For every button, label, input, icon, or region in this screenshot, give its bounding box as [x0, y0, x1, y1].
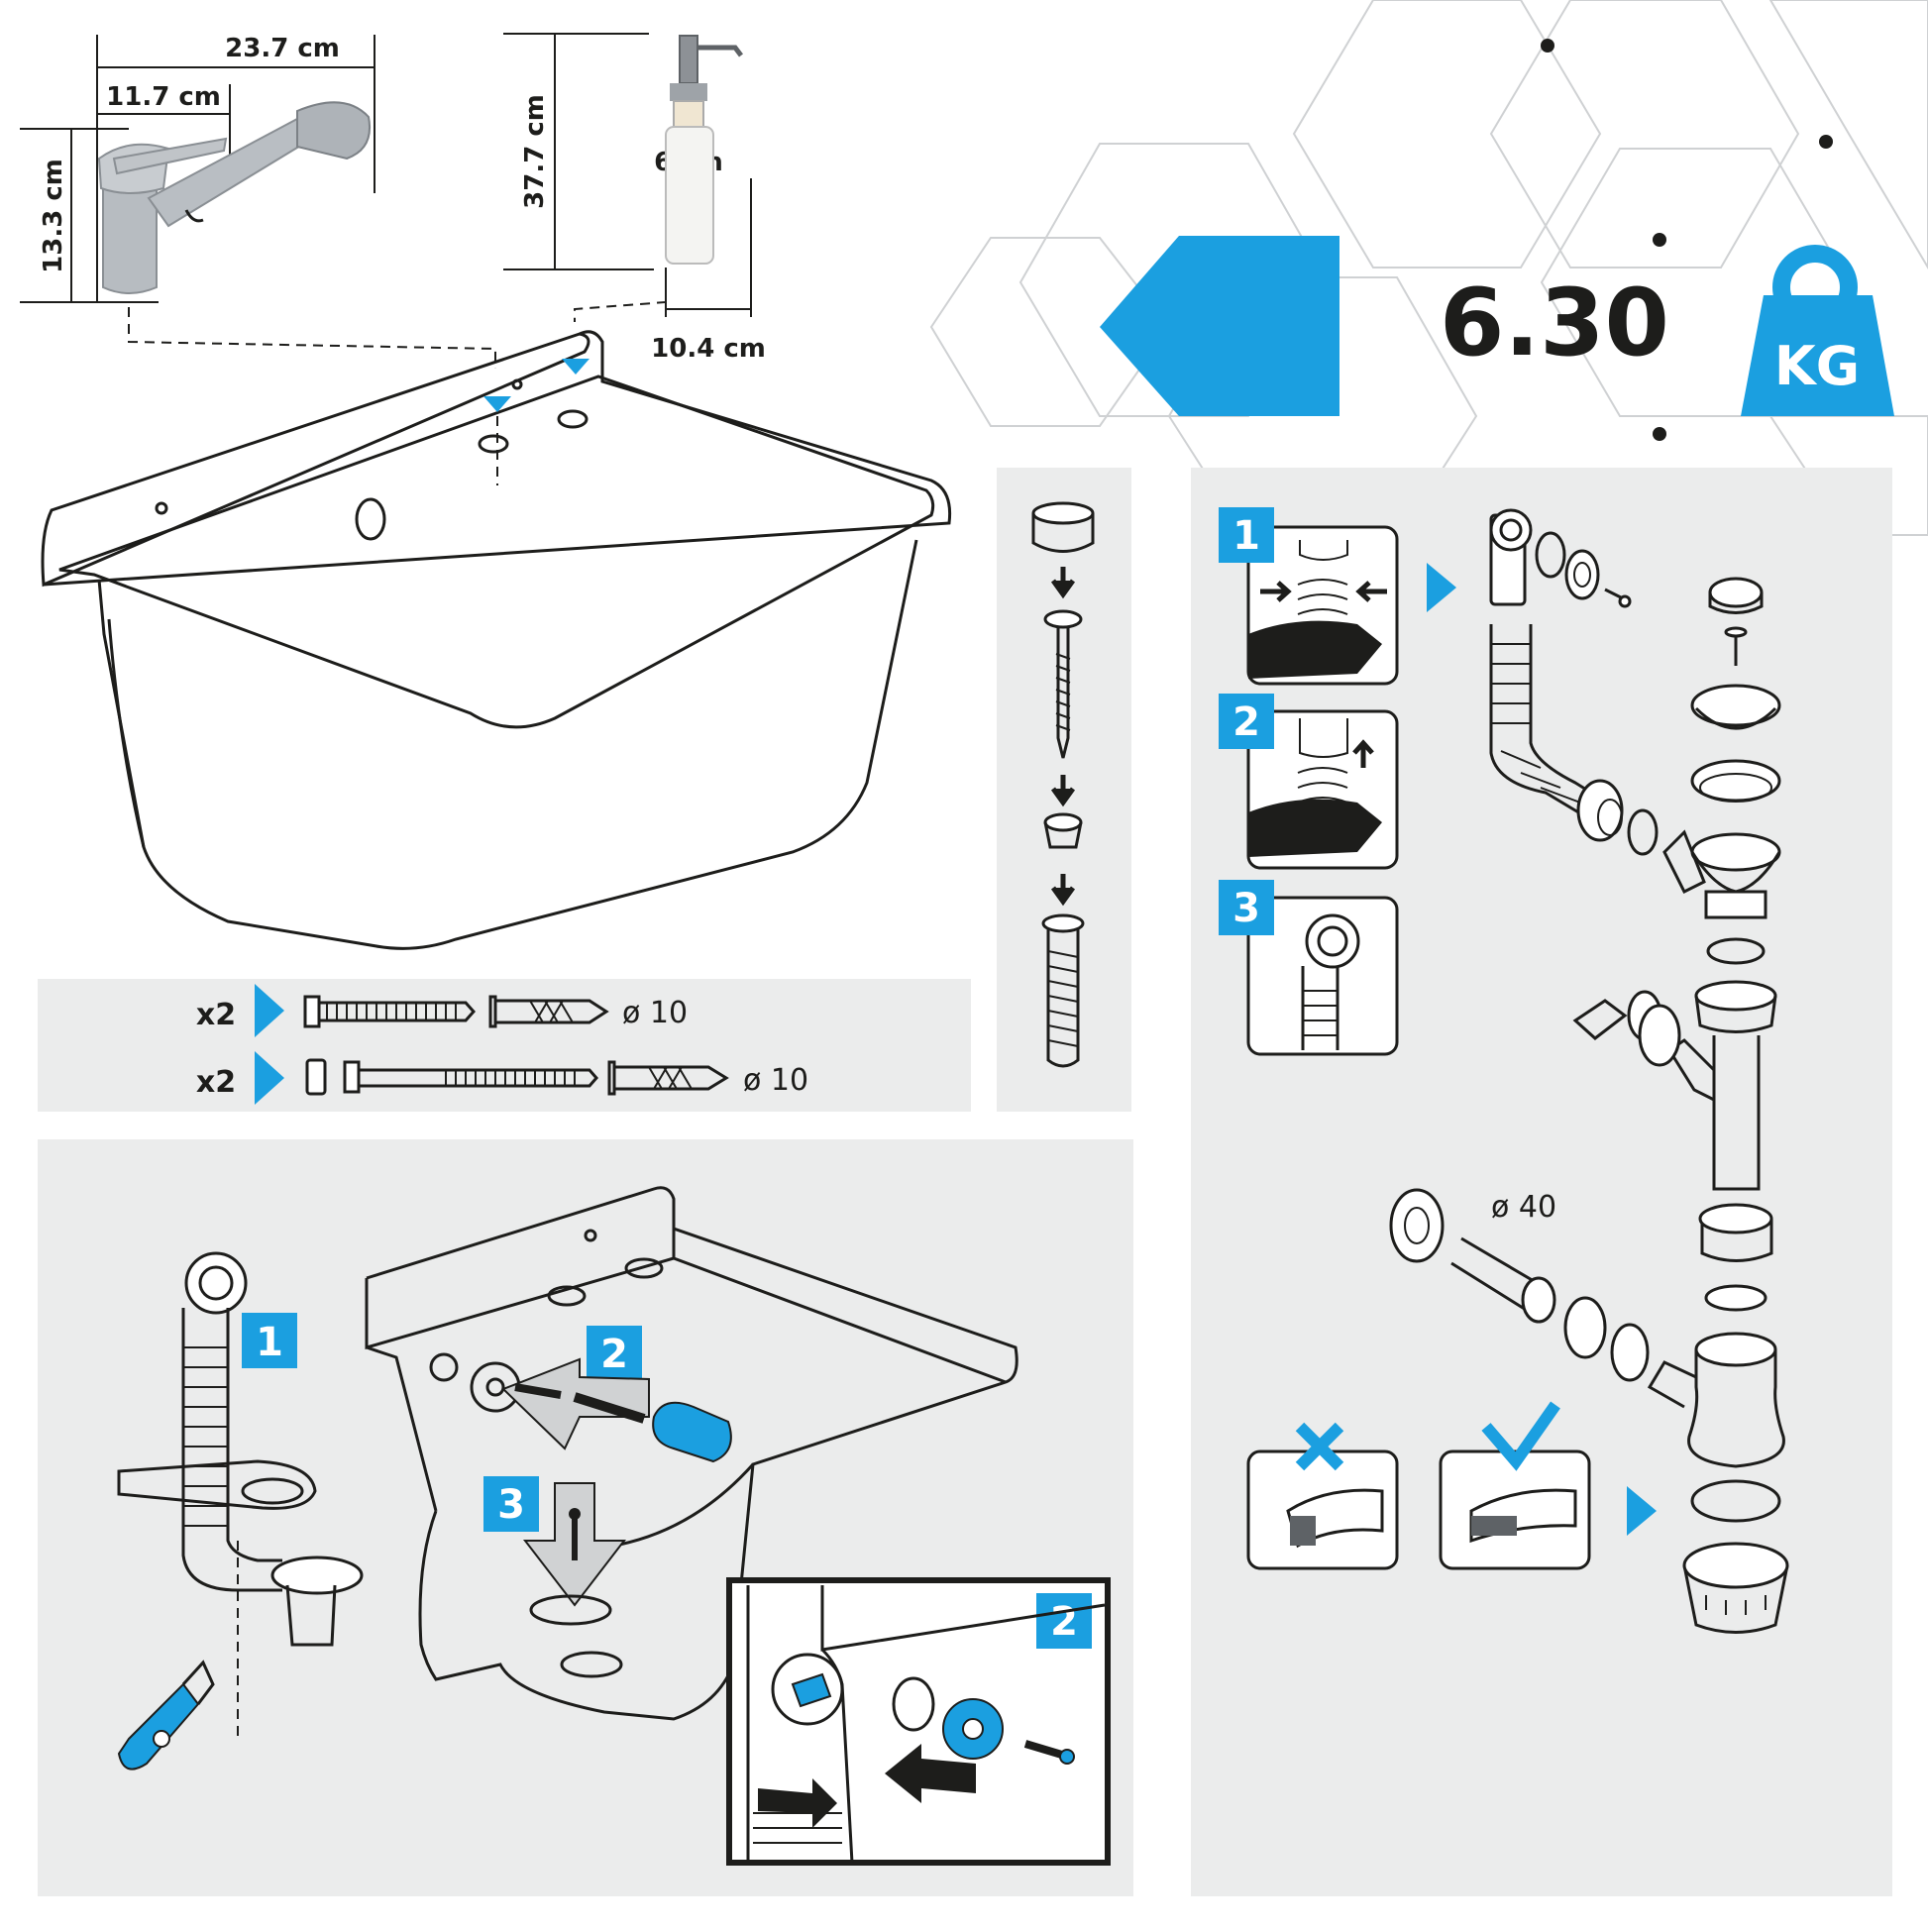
weight-section: 6.30 KG [1100, 236, 1894, 416]
sink-illustration [41, 330, 952, 950]
faucet-height: 13.3 cm [39, 159, 68, 273]
fixings-qty: x2 [196, 1065, 236, 1100]
svg-text:2: 2 [600, 1332, 628, 1377]
fixings-diameter: ø 10 [743, 1063, 808, 1098]
arrow-right-icon [1627, 1486, 1657, 1536]
seal-correct [1439, 1401, 1591, 1570]
install-inset: 2 [726, 1577, 1111, 1866]
hose-step-2: 2 [1219, 694, 1399, 870]
arrow-right-icon [255, 1051, 284, 1105]
seal-incorrect [1246, 1422, 1399, 1570]
fixings-diameter: ø 10 [622, 996, 688, 1030]
check-icon [1481, 1401, 1560, 1471]
arrow-right-icon [1427, 563, 1456, 612]
arrow-left-icon [885, 1744, 976, 1803]
svg-text:2: 2 [1050, 1599, 1078, 1645]
arrow-left-icon [1100, 236, 1339, 416]
svg-text:3: 3 [1232, 886, 1260, 931]
faucet-width-total: 23.7 cm [225, 34, 340, 63]
fixings-qty: x2 [196, 998, 236, 1032]
svg-text:1: 1 [256, 1320, 283, 1365]
cutter-icon [117, 1682, 200, 1771]
svg-text:3: 3 [497, 1482, 525, 1528]
hose-step-1: 1 [1219, 507, 1399, 686]
marker-arrow-icon [562, 359, 589, 375]
weight-value: 6.30 [1440, 269, 1669, 377]
siphon-exploded: ø 40 [1389, 508, 1789, 1634]
dispenser-depth: 10.4 cm [651, 334, 766, 364]
fixings-row-1: x2 ø 10 [196, 984, 688, 1037]
faucet-width-spout: 11.7 cm [106, 82, 221, 112]
screwdriver-icon [652, 1401, 732, 1463]
fixings-panel [38, 979, 971, 1112]
fixings-row-2: x2 ø 10 [196, 1051, 808, 1105]
soap-dispenser-illustration: 37.7 cm 6 cm 10.4 cm [503, 33, 766, 364]
svg-text:2: 2 [1232, 699, 1260, 745]
sink-rear-view: 2 3 [365, 1186, 1018, 1721]
dispenser-height: 37.7 cm [520, 94, 550, 209]
svg-text:1: 1 [1232, 513, 1260, 559]
cross-icon [1295, 1422, 1344, 1471]
pipe-diameter: ø 40 [1491, 1190, 1556, 1225]
hose-step-3: 3 [1219, 880, 1399, 1056]
install-step-1: 1 [117, 1251, 364, 1771]
arrow-right-icon [758, 1778, 837, 1828]
hexagon-pattern [929, 0, 1928, 541]
weight-unit: KG [1774, 335, 1860, 397]
marker-arrow-icon [483, 396, 511, 412]
weight-icon: KG [1741, 245, 1894, 416]
faucet-illustration: 23.7 cm 11.7 cm 13.3 cm [20, 34, 496, 369]
arrow-left-icon [501, 1357, 650, 1450]
arrow-right-icon [255, 984, 284, 1037]
fixing-sequence [1031, 501, 1095, 1068]
